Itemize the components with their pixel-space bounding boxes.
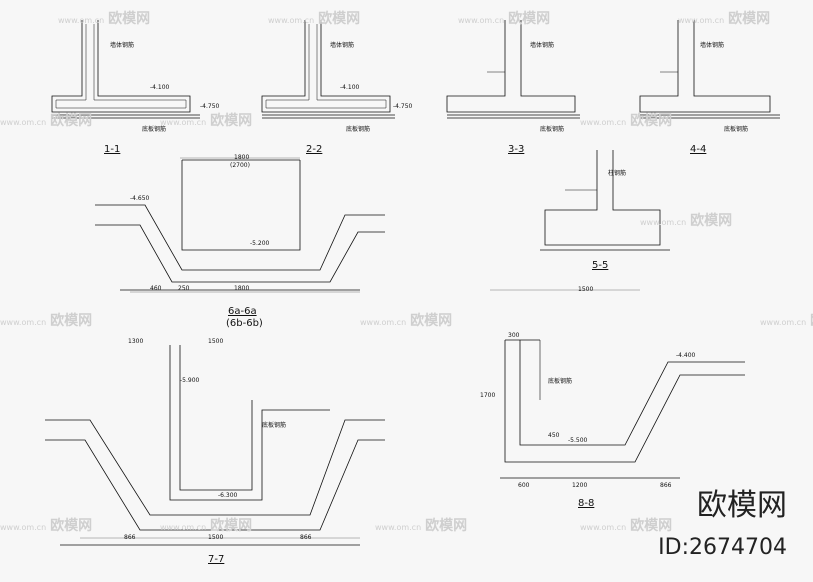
section-label-4-4: 4-4 — [690, 144, 707, 155]
dimension-label: 1500 — [208, 338, 224, 345]
note-slab-rebar: 底板钢筋 — [724, 126, 749, 133]
section-2-2-outline — [261, 20, 395, 119]
note-wall-rebar: 墙体钢筋 — [700, 42, 725, 49]
dimension-label: 1500 — [208, 534, 224, 541]
dimension-label: 450 — [548, 432, 560, 439]
section-4-4-outline — [639, 20, 780, 119]
dimension-label: 1800 — [234, 285, 250, 292]
elevation-label: -5.200 — [250, 240, 270, 247]
footer-brand: 欧模网 — [697, 488, 787, 523]
elevation-label: -4.750 — [200, 103, 220, 110]
elevation-label: -6.300 — [218, 492, 238, 499]
dimension-label: 1800 — [234, 154, 250, 161]
elevation-label: -4.650 — [130, 195, 150, 202]
footer-image-id: ID:2674704 — [658, 535, 787, 560]
dimension-label: 250 — [178, 285, 190, 292]
section-6a-outline — [95, 159, 385, 291]
dimension-label: 1200 — [572, 482, 588, 489]
elevation-label: -5.500 — [568, 437, 588, 444]
section-label-8-8: 8-8 — [578, 498, 595, 509]
note-wall-rebar: 墙体钢筋 — [530, 42, 555, 49]
section-sublabel-6b: (6b-6b) — [226, 318, 263, 329]
note-slab-rebar: 底板钢筋 — [548, 378, 573, 385]
section-label-1-1: 1-1 — [104, 144, 121, 155]
dimension-label: 1700 — [480, 392, 496, 399]
dimension-label: 866 — [124, 534, 136, 541]
elevation-label: -4.750 — [393, 103, 413, 110]
note-col-rebar: 柱钢筋 — [608, 170, 627, 177]
elevation-label: -4.400 — [676, 352, 696, 359]
note-slab-rebar: 底板钢筋 — [346, 126, 371, 133]
dimension-label: 1500 — [578, 286, 594, 293]
note-slab-rebar: 底板钢筋 — [142, 126, 167, 133]
elevation-label: -5.900 — [180, 377, 200, 384]
section-1-1-outline — [51, 20, 200, 119]
note-wall-rebar: 墙体钢筋 — [110, 42, 135, 49]
section-5-5-outline — [540, 150, 670, 251]
elevation-label: -4.100 — [150, 84, 170, 91]
elevation-label: -4.100 — [340, 84, 360, 91]
section-label-7-7: 7-7 — [208, 554, 225, 565]
section-label-3-3: 3-3 — [508, 144, 525, 155]
dimension-label: 866 — [300, 534, 312, 541]
dimension-label: (2700) — [230, 162, 250, 169]
section-8-8-outline — [500, 339, 745, 479]
dimension-label: 300 — [508, 332, 520, 339]
section-label-6a: 6a-6a — [228, 306, 257, 317]
section-label-2-2: 2-2 — [306, 144, 323, 155]
note-slab-rebar: 底板钢筋 — [540, 126, 565, 133]
dimension-label: 866 — [660, 482, 672, 489]
note-slab-rebar: 底板钢筋 — [262, 422, 287, 429]
dimension-label: 600 — [518, 482, 530, 489]
dimension-label: 460 — [150, 285, 162, 292]
note-wall-rebar: 墙体钢筋 — [330, 42, 355, 49]
section-3-3-outline — [446, 20, 580, 119]
dimension-label: 1300 — [128, 338, 144, 345]
section-7-7-outline — [45, 345, 385, 546]
section-label-5-5: 5-5 — [592, 260, 609, 271]
